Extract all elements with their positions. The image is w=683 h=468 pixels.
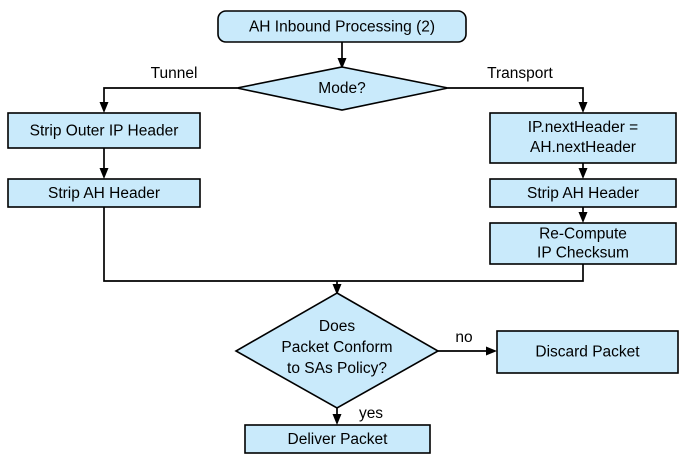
node-strip-ah-transport-label: Strip AH Header [527,185,639,202]
node-mode-decision-label: Mode? [318,80,366,97]
node-start[interactable]: AH Inbound Processing (2) [217,10,467,43]
edge-merge-to-policy [332,281,342,295]
edge-tunnel-branch [99,87,237,113]
node-start-label: AH Inbound Processing (2) [249,19,435,36]
node-mode-decision[interactable]: Mode? [236,66,449,111]
edge-label-no: no [455,329,472,346]
edge-label-tunnel: Tunnel [151,65,198,82]
edge-no-to-discard [438,346,497,356]
edge-tunnel-merge [103,207,337,282]
node-policy-decision[interactable]: Does Packet Conform to SAs Policy? [234,292,440,409]
node-next-header[interactable]: IP.nextHeader = AH.nextHeader [489,112,677,164]
edge-label-yes: yes [359,405,383,422]
edge-transport-branch [448,87,588,113]
node-policy-decision-line3: to SAs Policy? [287,360,387,377]
edge-stripouter-to-stripah [99,148,109,179]
node-recompute-checksum-line1: Re-Compute [539,226,627,243]
edge-stripah-to-recompute [578,207,588,223]
node-strip-outer-ip[interactable]: Strip Outer IP Header [7,112,201,149]
edge-label-transport: Transport [487,65,553,82]
node-strip-ah-tunnel[interactable]: Strip AH Header [7,178,201,208]
edge-yes-to-deliver [332,408,342,425]
node-policy-decision-line2: Packet Conform [281,339,392,356]
edge-nextheader-to-stripah [578,163,588,179]
node-strip-ah-tunnel-label: Strip AH Header [48,185,160,202]
edge-start-to-mode [337,42,347,69]
node-policy-decision-line1: Does [319,318,355,335]
edge-transport-merge [337,264,584,282]
node-strip-outer-ip-label: Strip Outer IP Header [30,123,179,140]
node-next-header-line2: AH.nextHeader [530,139,636,156]
node-discard-packet-label: Discard Packet [535,344,640,361]
node-strip-ah-transport[interactable]: Strip AH Header [489,178,677,208]
node-discard-packet[interactable]: Discard Packet [496,330,679,374]
node-recompute-checksum-line2: IP Checksum [537,245,629,262]
node-recompute-checksum[interactable]: Re-Compute IP Checksum [489,222,677,265]
node-deliver-packet-label: Deliver Packet [288,431,389,448]
node-next-header-line1: IP.nextHeader = [528,119,638,136]
node-deliver-packet[interactable]: Deliver Packet [244,424,431,454]
